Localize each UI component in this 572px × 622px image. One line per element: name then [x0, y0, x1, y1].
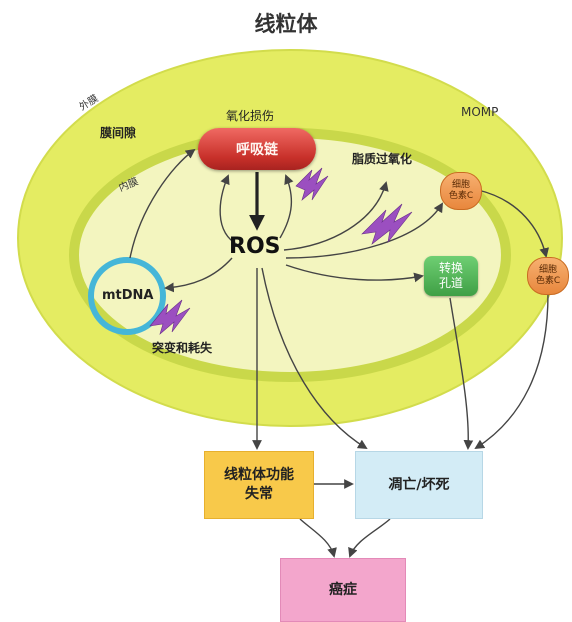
- cytochrome-c-inner-line2: 色素C: [448, 191, 474, 201]
- arrow-apoptosis-to-cancer: [348, 518, 391, 558]
- respiratory-chain-label: 呼吸链: [236, 142, 278, 158]
- arrow-cytc-to-outer: [477, 189, 550, 258]
- mtdna-label: mtDNA: [102, 288, 154, 303]
- cytochrome-c-outer-node: 细胞 色素C: [527, 257, 569, 295]
- dysfunction-line1: 线粒体功能: [224, 467, 294, 483]
- intermembrane-space-label: 膜间隙: [100, 126, 137, 140]
- arrow-ros-to-chain-right: [279, 174, 294, 239]
- momp-label: MOMP: [461, 105, 499, 119]
- lightning-icon-mtdna: [149, 299, 191, 335]
- apoptosis-label: 凋亡/坏死: [388, 476, 450, 493]
- arrow-ros-to-chain-left: [219, 174, 239, 246]
- cytochrome-c-outer-line2: 色素C: [535, 276, 561, 286]
- oxidative-damage-label: 氧化损伤: [226, 109, 275, 123]
- arrows: [129, 148, 550, 558]
- respiratory-chain-node: 呼吸链: [198, 128, 316, 170]
- arrow-mtdna-to-chain: [129, 148, 196, 259]
- cytochrome-c-outer-line1: 细胞: [538, 265, 557, 275]
- arrow-dysfunction-to-cancer: [299, 518, 337, 558]
- mutation-loss-label: 突变和耗失: [152, 341, 213, 355]
- arrow-ros-to-cytc: [285, 202, 444, 259]
- lipid-peroxidation-label: 脂质过氧化: [352, 152, 413, 166]
- arrow-ros-to-lipid: [283, 181, 389, 251]
- lightning-icon-chain: [295, 167, 329, 201]
- cytochrome-c-inner-node: 细胞 色素C: [440, 172, 482, 210]
- arrow-ros-to-apoptosis: [261, 267, 368, 450]
- arrow-cytc-outer-to-apoptosis: [474, 293, 549, 450]
- dysfunction-box: 线粒体功能 失常: [204, 451, 314, 519]
- cancer-label: 癌症: [329, 581, 357, 598]
- dysfunction-line2: 失常: [245, 486, 273, 502]
- lightning-bolts: [149, 167, 413, 335]
- page-title: 线粒体: [254, 12, 318, 36]
- mtdna-ring: [88, 257, 166, 335]
- apoptosis-box: 凋亡/坏死: [355, 451, 483, 519]
- cytochrome-c-inner-line1: 细胞: [451, 180, 470, 190]
- transfer-channel-line1: 转换: [438, 261, 463, 275]
- ros-label: ROS: [229, 234, 281, 259]
- transfer-channel-line2: 孔道: [438, 276, 463, 290]
- arrow-ros-to-channel: [285, 264, 424, 283]
- lightning-icon-lipid: [361, 203, 413, 245]
- transfer-channel-node: 转换 孔道: [424, 256, 478, 296]
- arrow-ros-to-mtdna: [164, 257, 233, 293]
- arrow-channel-to-apoptosis: [449, 297, 474, 450]
- cancer-box: 癌症: [280, 558, 406, 622]
